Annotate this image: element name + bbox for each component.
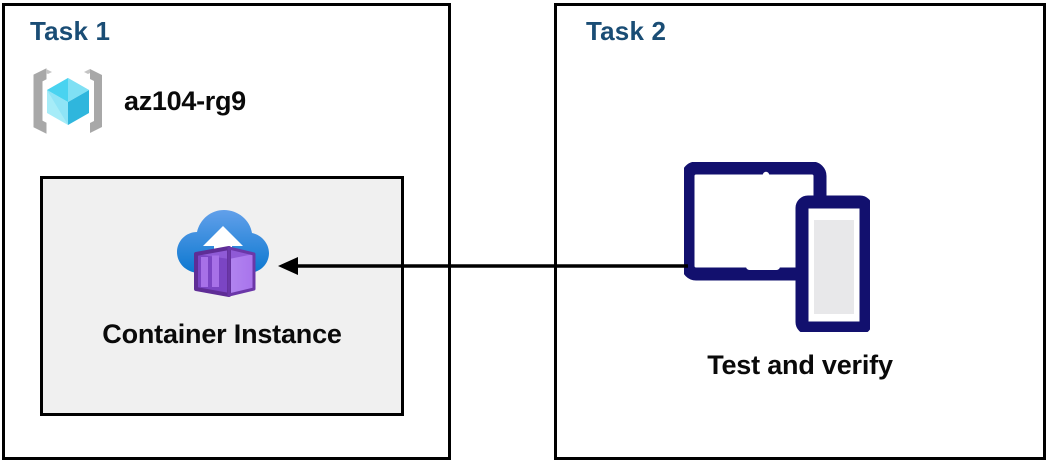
resource-group-label: az104-rg9 — [124, 85, 246, 116]
panel-title-task-1: Task 1 — [30, 16, 111, 46]
azure-container-instance-icon — [174, 179, 270, 297]
panel-task-1 — [2, 3, 451, 460]
azure-resource-group-icon — [30, 63, 106, 139]
devices-tablet-phone-icon — [684, 162, 870, 332]
panel-title-task-2: Task 2 — [586, 16, 667, 46]
resource-box-container-instance: Container Instance — [40, 176, 404, 416]
resource-label-container-instance: Container Instance — [102, 319, 342, 349]
resource-group-row: az104-rg9 — [30, 63, 246, 139]
panel-task-2 — [554, 3, 1046, 460]
devices-label-test-and-verify: Test and verify — [707, 350, 893, 380]
